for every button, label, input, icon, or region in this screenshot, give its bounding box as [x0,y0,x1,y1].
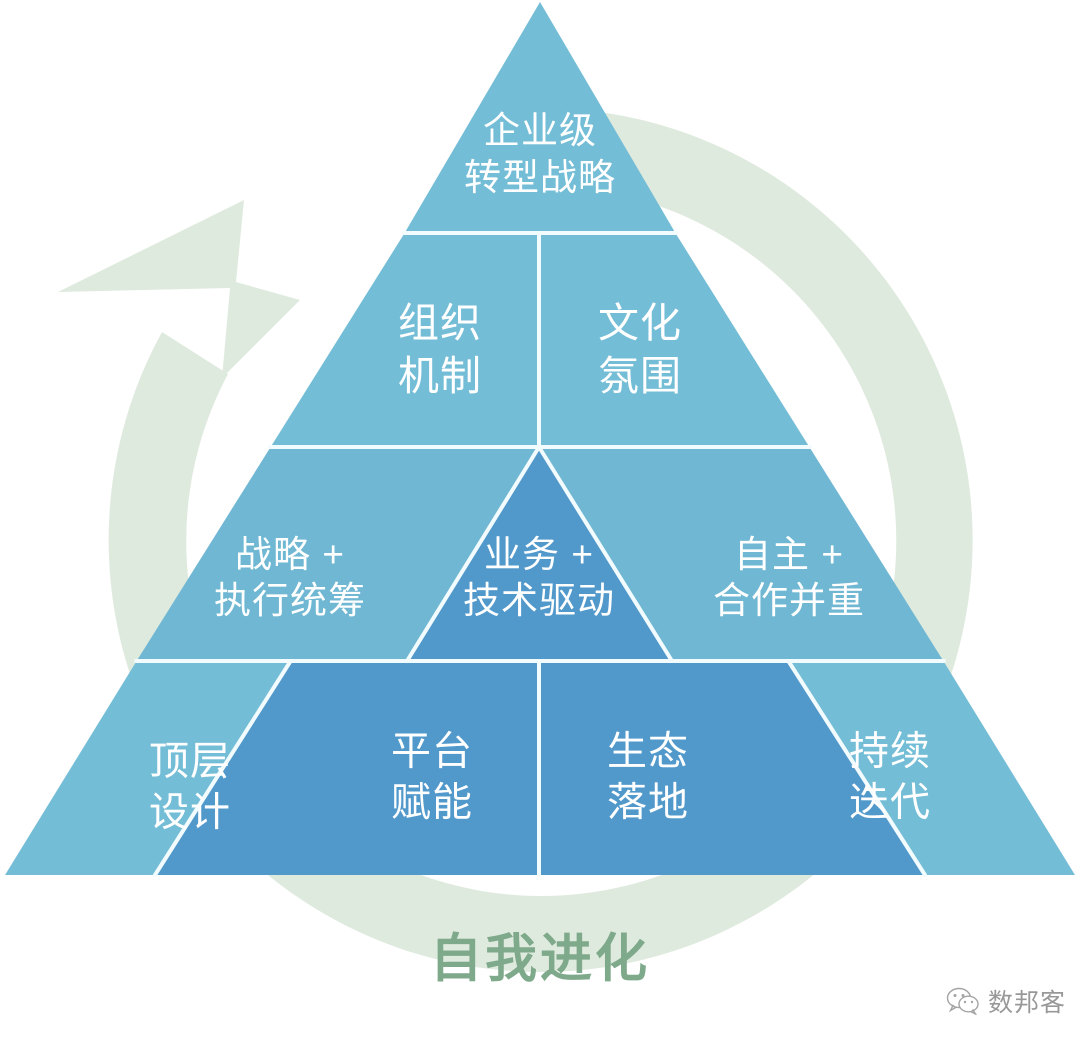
divider-lines [134,231,946,877]
segment-business-technology-shape[interactable] [407,448,672,662]
segment-culture-atmosphere-shape[interactable] [539,234,810,448]
label-culture-atmosphere: 文化 氛围 [598,300,682,399]
divider-center-right-edge [537,445,674,663]
label-culture-atmosphere-line2: 氛围 [598,353,682,399]
label-platform-empowerment-line1: 平台 [391,730,473,774]
label-top-level-design-line1: 顶层 [149,740,231,784]
label-organization-mechanism-line1: 组织 [398,300,482,346]
divider-bottom-right-edge [787,660,927,877]
watermark-label: 数邦客 [987,989,1066,1017]
label-enterprise-strategy-line1: 企业级 [483,110,597,151]
label-organization-mechanism: 组织 机制 [398,300,482,399]
label-top-level-design: 顶层 设计 [149,740,231,835]
label-strategy-execution: 战略 + 执行统筹 [214,534,366,621]
label-platform-empowerment-line2: 赋能 [391,781,473,825]
label-strategy-execution-line2: 执行统筹 [214,580,366,621]
segment-organization-mechanism-shape[interactable] [270,234,539,448]
tier-4-foundation [5,662,1075,875]
label-business-technology-line1: 业务 + [484,534,594,575]
divider-center-left-edge [405,445,541,663]
label-business-technology: 业务 + 技术驱动 [463,534,615,621]
label-continuous-iteration-line1: 持续 [849,730,931,774]
label-top-level-design-line2: 设计 [149,791,231,835]
label-strategy-execution-line1: 战略 + [235,534,345,575]
label-culture-atmosphere-line1: 文化 [598,300,682,346]
ring-arrowhead [58,200,300,378]
segment-top-level-design-shape[interactable] [5,662,290,875]
segment-ecosystem-landing-shape[interactable] [539,662,925,875]
label-autonomy-cooperation-line1: 自主 + [734,534,844,575]
label-ecosystem-landing: 生态 落地 [607,730,689,825]
label-enterprise-strategy-line2: 转型战略 [464,157,616,198]
label-continuous-iteration-line2: 迭代 [849,781,931,825]
self-evolution-caption: 自我进化 [430,931,650,989]
segment-enterprise-strategy-shape[interactable] [404,2,676,234]
label-ecosystem-landing-line2: 落地 [607,781,689,825]
label-ecosystem-landing-line1: 生态 [607,730,689,774]
tier-1-apex [404,2,676,234]
divider-bottom-left-edge [153,660,292,877]
self-evolution-ring [58,107,973,972]
label-business-technology-line2: 技术驱动 [463,580,615,621]
label-organization-mechanism-line2: 机制 [398,353,482,399]
tier-2-enablers [270,234,810,448]
segment-platform-empowerment-shape[interactable] [155,662,539,875]
label-enterprise-strategy: 企业级 转型战略 [464,110,616,198]
label-autonomy-cooperation-line2: 合作并重 [713,580,865,621]
label-platform-empowerment: 平台 赋能 [391,730,473,825]
wechat-icon [946,987,979,1015]
label-continuous-iteration: 持续 迭代 [849,730,931,825]
segment-continuous-iteration-shape[interactable] [789,662,1075,875]
watermark: 数邦客 [946,983,1066,1019]
label-autonomy-cooperation: 自主 + 合作并重 [713,534,865,621]
